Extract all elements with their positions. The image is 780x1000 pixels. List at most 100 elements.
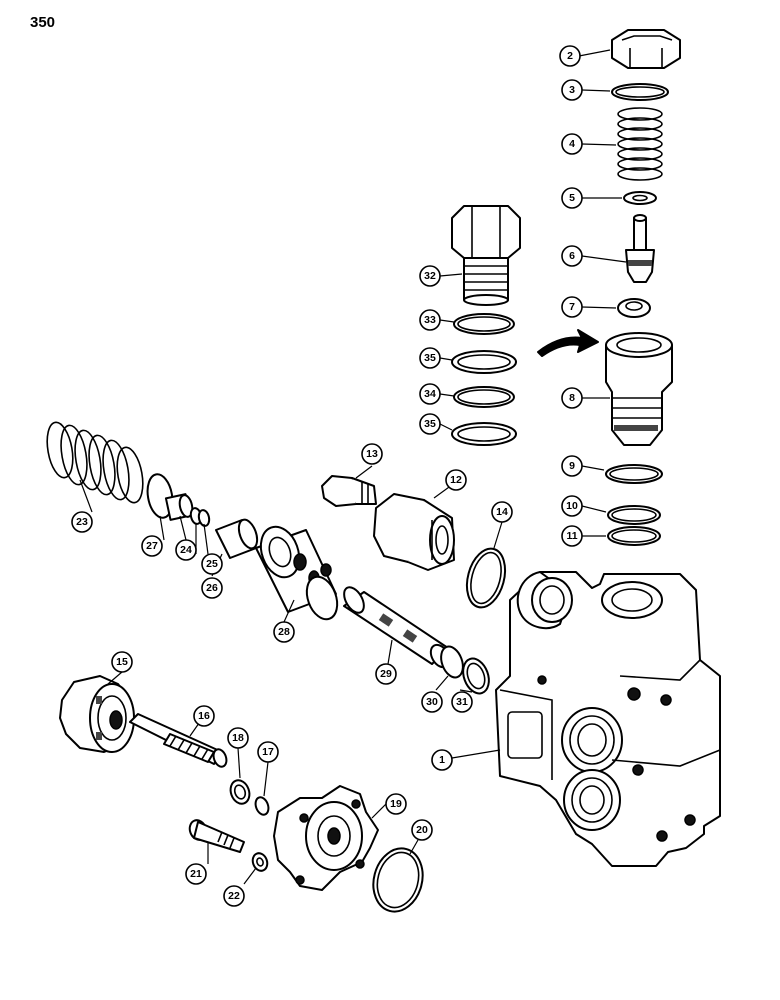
callout-6: 6 [561, 245, 583, 267]
callout-22: 22 [223, 885, 245, 907]
svg-text:32: 32 [424, 270, 436, 282]
callout-1: 1 [431, 749, 453, 771]
part-6-poppet [625, 214, 655, 283]
part-22-washer [251, 852, 269, 872]
svg-text:26: 26 [206, 582, 218, 594]
svg-text:21: 21 [190, 868, 202, 880]
part-21-bolt [188, 819, 245, 853]
callout-8: 8 [561, 387, 583, 409]
callout-16: 16 [193, 705, 215, 727]
callout-2: 2 [559, 45, 581, 67]
part-2-cap [611, 29, 681, 69]
callout-24: 24 [175, 539, 197, 561]
svg-text:20: 20 [416, 824, 428, 836]
svg-text:28: 28 [278, 626, 290, 638]
part-16-adjusting-screw [129, 713, 228, 768]
svg-text:15: 15 [116, 656, 128, 668]
svg-text:35: 35 [424, 418, 436, 430]
svg-text:11: 11 [566, 530, 577, 542]
part-24-sleeve [164, 493, 194, 521]
part-12-adapter [373, 493, 455, 571]
callout-13: 13 [361, 443, 383, 465]
part-15-knob [59, 675, 135, 753]
leader-lines [79, 49, 627, 885]
callout-12: 12 [445, 469, 467, 491]
part-25-rings [189, 507, 211, 527]
callout-19: 19 [385, 793, 407, 815]
part-8-valve-cartridge [605, 332, 673, 446]
svg-text:24: 24 [180, 544, 192, 556]
callout-9: 9 [561, 455, 583, 477]
callout-17: 17 [257, 741, 279, 763]
callout-33: 33 [419, 309, 441, 331]
callout-34: 34 [419, 383, 441, 405]
page-number: 350 [30, 14, 56, 31]
callout-3: 3 [561, 79, 583, 101]
part-23-spring [46, 421, 144, 504]
svg-text:5: 5 [569, 192, 575, 204]
callout-11: 11 [561, 525, 583, 547]
callout-5: 5 [561, 187, 583, 209]
part-17-oring [254, 796, 270, 816]
callout-21: 21 [185, 863, 207, 885]
callout-14: 14 [491, 501, 513, 523]
svg-text:10: 10 [566, 500, 578, 512]
callout-27: 27 [141, 535, 163, 557]
svg-text:34: 34 [424, 388, 436, 400]
svg-text:13: 13 [366, 448, 378, 460]
part-18-washer [229, 779, 251, 805]
callout-32: 32 [419, 265, 441, 287]
part-27-retainer [146, 473, 174, 519]
callout-4: 4 [561, 133, 583, 155]
svg-text:17: 17 [262, 746, 274, 758]
svg-text:8: 8 [569, 392, 575, 404]
svg-text:31: 31 [456, 696, 468, 708]
svg-text:9: 9 [569, 460, 575, 472]
svg-text:2: 2 [567, 50, 573, 62]
callout-20: 20 [411, 819, 433, 841]
part-28-sleeve [255, 525, 339, 621]
svg-text:7: 7 [569, 301, 575, 313]
svg-text:29: 29 [380, 668, 392, 680]
svg-text:22: 22 [228, 890, 240, 902]
callout-23: 23 [71, 511, 93, 533]
callout-35-lower: 35 [419, 413, 441, 435]
part-4-spring [617, 107, 663, 181]
installation-arrow-icon [537, 329, 599, 357]
part-29-spool [343, 586, 451, 669]
callout-18: 18 [227, 727, 249, 749]
callout-30: 30 [421, 691, 443, 713]
callout-29: 29 [375, 663, 397, 685]
part-26-plunger [215, 518, 259, 559]
svg-text:25: 25 [206, 558, 218, 570]
part-19-cap-flange [273, 785, 379, 891]
part-30-ring [440, 645, 464, 679]
svg-text:35: 35 [424, 352, 436, 364]
svg-text:30: 30 [426, 696, 438, 708]
part-13-plug [321, 475, 377, 507]
part-7-seat [617, 298, 651, 318]
part-5-washer [623, 191, 657, 205]
callout-26: 26 [201, 577, 223, 599]
callout-31: 31 [451, 691, 473, 713]
svg-text:19: 19 [390, 798, 402, 810]
svg-text:12: 12 [450, 474, 462, 486]
part-20-oring [372, 847, 424, 913]
callout-10: 10 [561, 495, 583, 517]
svg-text:4: 4 [569, 138, 575, 150]
callout-28: 28 [273, 621, 295, 643]
callout-35-upper: 35 [419, 347, 441, 369]
svg-text:27: 27 [146, 540, 158, 552]
svg-text:16: 16 [198, 710, 210, 722]
svg-text:6: 6 [569, 250, 575, 262]
part-31-ring [462, 657, 490, 695]
part-32-plug [451, 205, 521, 306]
svg-text:33: 33 [424, 314, 436, 326]
svg-text:3: 3 [569, 84, 575, 96]
callout-15: 15 [111, 651, 133, 673]
svg-text:18: 18 [232, 732, 244, 744]
callout-7: 7 [561, 296, 583, 318]
svg-text:14: 14 [496, 506, 508, 518]
svg-text:23: 23 [76, 516, 88, 528]
